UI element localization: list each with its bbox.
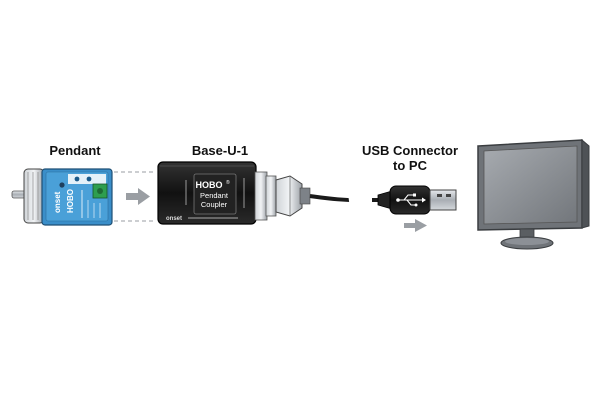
usb-connector bbox=[377, 185, 457, 215]
coupler-pendant-text: Pendant bbox=[200, 191, 229, 200]
usb-trident-icon bbox=[396, 193, 426, 207]
usb-connector-label-line2: to PC bbox=[393, 158, 427, 173]
pendant-end-cap bbox=[23, 168, 45, 224]
cable-gland-nut bbox=[275, 175, 303, 217]
coupler-collar bbox=[254, 171, 268, 221]
usb-plug bbox=[429, 189, 457, 211]
coupler-onset-text: onset bbox=[166, 216, 182, 222]
pendant-brand-onset: onset bbox=[53, 191, 62, 213]
led-dot bbox=[86, 176, 92, 182]
coupler-label-panel bbox=[193, 173, 237, 215]
pendant-label: Pendant bbox=[49, 143, 101, 158]
base-u1-coupler: HOBO ® Pendant Coupler onset bbox=[157, 161, 311, 225]
computer-monitor bbox=[477, 138, 590, 250]
insertion-guide bbox=[114, 171, 156, 222]
coupler-registered-mark: ® bbox=[226, 179, 230, 186]
sensor-dot bbox=[59, 182, 65, 188]
pendant-brand-hobo: HOBO bbox=[66, 189, 75, 213]
right-arrow-icon bbox=[404, 219, 427, 232]
usb-connector-label: USB Connector to PC bbox=[350, 143, 470, 173]
led-dot bbox=[74, 176, 80, 182]
coupler-coupler-text: Coupler bbox=[201, 200, 228, 209]
pendant-device: onset HOBO bbox=[11, 168, 113, 226]
coupler-hobo-text: HOBO bbox=[196, 180, 223, 190]
right-arrow-icon bbox=[126, 188, 150, 205]
usb-connector-label-line1: USB Connector bbox=[361, 143, 459, 158]
monitor-screen bbox=[483, 145, 578, 225]
base-u1-label: Base-U-1 bbox=[191, 143, 249, 158]
